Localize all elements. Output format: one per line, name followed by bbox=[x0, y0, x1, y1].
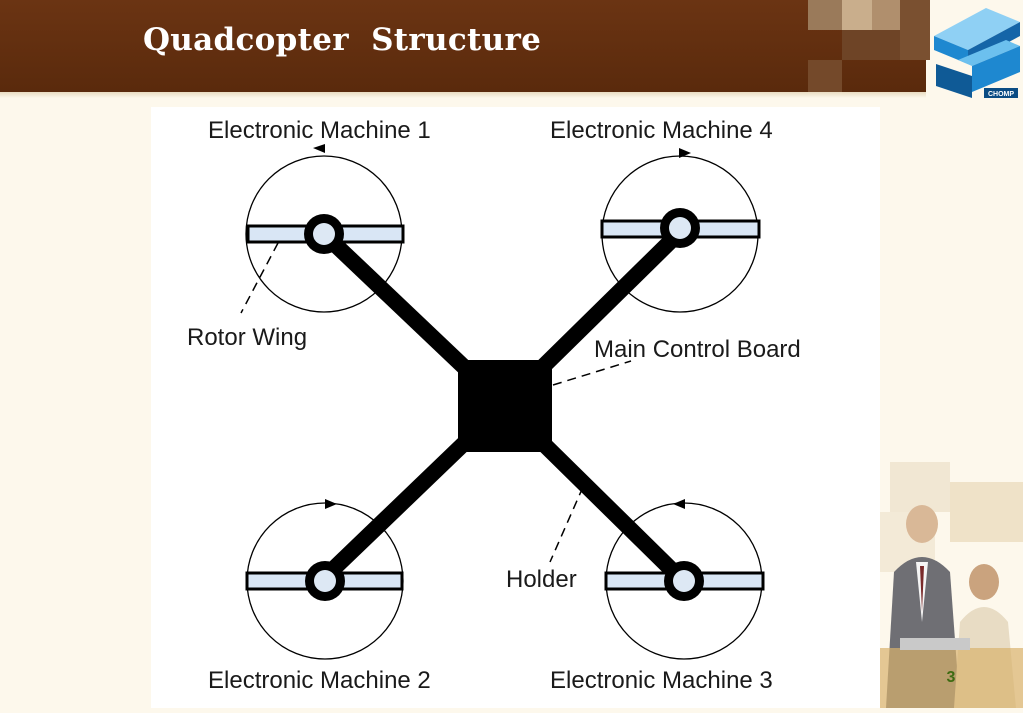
rotation-arrow-4 bbox=[679, 148, 691, 158]
chomp-logo: CHOMP bbox=[934, 8, 1020, 98]
label-electronic-machine-2: Electronic Machine 2 bbox=[208, 667, 431, 694]
decorative-tiles bbox=[780, 0, 930, 92]
logo-wordmark: CHOMP bbox=[988, 91, 1014, 98]
motor-hub-center-3 bbox=[673, 570, 695, 592]
rotor-assembly-3 bbox=[604, 499, 765, 660]
rotor-wing-leader bbox=[240, 242, 279, 314]
label-electronic-machine-3: Electronic Machine 3 bbox=[550, 667, 773, 694]
page-number: 3 bbox=[946, 669, 956, 686]
title-bar: Quadcopter Structure bbox=[0, 0, 930, 92]
label-electronic-machine-1: Electronic Machine 1 bbox=[208, 117, 431, 144]
rotation-arrow-3 bbox=[673, 499, 685, 509]
label-electronic-machine-4: Electronic Machine 4 bbox=[550, 117, 773, 144]
rotor-assembly-1 bbox=[245, 144, 405, 313]
diagram-panel: Electronic Machine 1 Electronic Machine … bbox=[151, 107, 880, 708]
holder-leader bbox=[549, 486, 584, 563]
rotation-arrow-2 bbox=[325, 499, 337, 509]
rotor-assembly-2 bbox=[245, 499, 404, 660]
motor-hub-center-2 bbox=[314, 570, 336, 592]
title-bar-shadow bbox=[0, 92, 926, 98]
motor-hub-center-1 bbox=[313, 223, 335, 245]
decorative-photo bbox=[880, 462, 1023, 708]
rotor-assembly-4 bbox=[600, 148, 761, 313]
quadcopter-diagram: Electronic Machine 1 Electronic Machine … bbox=[187, 117, 801, 694]
motor-hub-center-4 bbox=[669, 217, 691, 239]
page-title: Quadcopter Structure bbox=[143, 22, 542, 58]
label-main-control-board: Main Control Board bbox=[594, 336, 801, 363]
main-control-board bbox=[458, 360, 552, 452]
label-holder: Holder bbox=[506, 566, 577, 593]
label-rotor-wing: Rotor Wing bbox=[187, 324, 307, 351]
rotation-arrow-1 bbox=[313, 144, 325, 153]
main-control-board-leader bbox=[552, 360, 632, 386]
